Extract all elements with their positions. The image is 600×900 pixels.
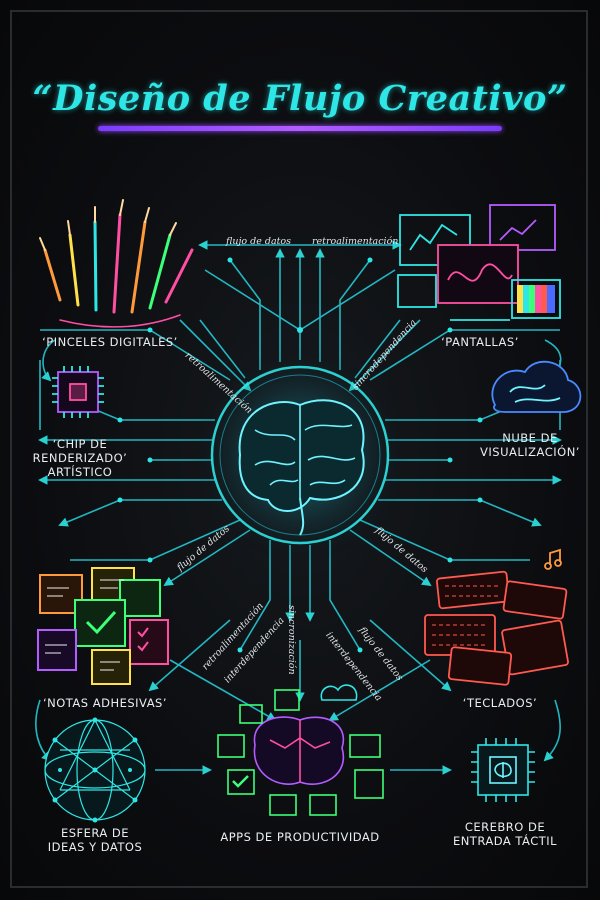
label-cerebro-line1: CEREBRO DE	[464, 820, 546, 834]
title-underline	[98, 126, 502, 131]
label-chip-line2: ARTÍSTICO	[47, 465, 113, 479]
label-chip-renderizado: ‘CHIP DE RENDERIZADO’ ARTÍSTICO	[10, 437, 150, 479]
flow-label-low-3: sincronización	[286, 605, 297, 675]
ideas-sphere-illustration	[44, 717, 146, 823]
visualization-cloud-illustration	[491, 360, 582, 413]
label-esfera-line1: ESFERA DE	[60, 826, 130, 840]
label-nube-line1: NUBE DE	[502, 431, 558, 445]
label-apps-productividad: APPS DE PRODUCTIVIDAD	[220, 830, 380, 844]
label-nube-line2: VISUALIZACIÓN’	[480, 445, 580, 459]
label-pantallas: ‘PANTALLAS’	[441, 335, 519, 349]
flow-label-top-right: retroalimentación	[312, 236, 399, 247]
label-teclados: ‘TECLADOS’	[462, 696, 538, 710]
tactile-brain-chip-illustration	[471, 738, 535, 802]
label-nube-visualizacion: NUBE DE VISUALIZACIÓN’	[470, 431, 590, 459]
digital-brushes-illustration	[39, 199, 194, 328]
label-esfera-ideas: ESFERA DE IDEAS Y DATOS	[30, 826, 160, 854]
label-pinceles-digitales: ‘PINCELES DIGITALES’	[42, 335, 178, 349]
productivity-apps-illustration	[217, 684, 384, 816]
poster-frame	[10, 10, 588, 888]
label-cerebro-line2: ENTRADA TÁCTIL	[452, 834, 558, 848]
sticky-notes-illustration	[37, 567, 169, 685]
central-brain	[190, 345, 410, 565]
keyboards-illustration	[424, 548, 569, 686]
circuit-dots	[117, 257, 483, 653]
label-esfera-line2: IDEAS Y DATOS	[47, 840, 143, 854]
label-notas-adhesivas: ‘NOTAS ADHESIVAS’	[42, 696, 168, 710]
render-chip-illustration	[52, 366, 104, 418]
label-cerebro-entrada: CEREBRO DE ENTRADA TÁCTIL	[440, 820, 570, 848]
flow-label-top-left: flujo de datos	[226, 236, 292, 247]
label-chip-line1: ‘CHIP DE RENDERIZADO’	[32, 437, 128, 465]
screens-illustration	[397, 204, 561, 321]
poster-title: “Diseño de Flujo Creativo”	[32, 78, 568, 119]
